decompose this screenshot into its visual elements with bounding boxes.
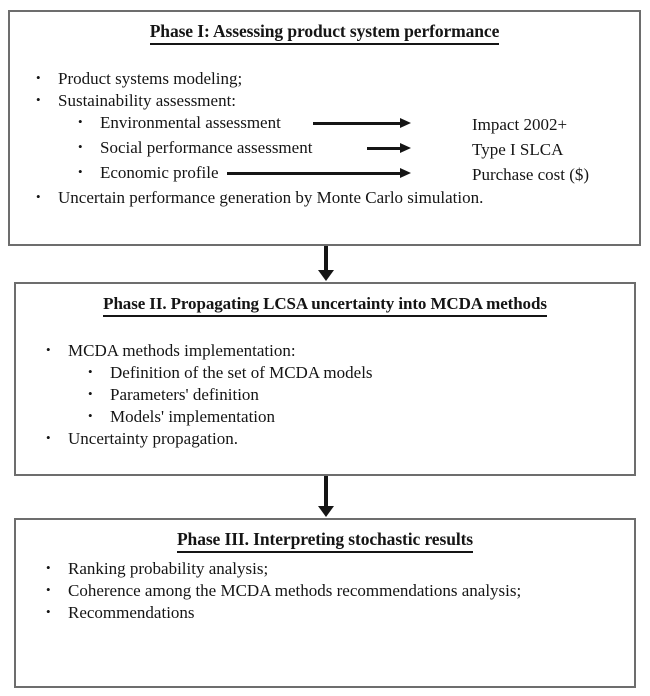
phase-1-content: Product systems modeling; Sustainability… — [24, 67, 624, 209]
arrow-line — [313, 122, 400, 125]
list-item: Sustainability assessment: — [24, 89, 624, 112]
down-arrow-icon — [324, 246, 328, 271]
arrow-head — [318, 270, 334, 281]
list-item: Coherence among the MCDA methods recomme… — [34, 579, 626, 602]
assessment-targets: Impact 2002+ Type I SLCA Purchase cost (… — [472, 112, 650, 187]
assessment-label: Economic profile — [100, 163, 219, 182]
arrow-head — [400, 168, 411, 178]
right-arrow-icon — [227, 168, 411, 178]
arrow-line — [367, 147, 400, 150]
assessment-row-economic: Economic profile — [24, 161, 624, 187]
list-item: Definition of the set of MCDA models — [34, 361, 604, 384]
assessment-row-environmental: Environmental assessment — [24, 111, 624, 137]
down-arrow-icon — [324, 476, 328, 507]
list-item: MCDA methods implementation: — [34, 339, 604, 362]
assessment-label: Social performance assessment — [100, 138, 313, 157]
list-item: Recommendations — [34, 601, 626, 624]
assessment-row-social: Social performance assessment — [24, 136, 624, 162]
connector-phase1-phase2 — [316, 246, 336, 282]
phase-1-box: Phase I: Assessing product system perfor… — [8, 10, 641, 246]
phase-3-title: Phase III. Interpreting stochastic resul… — [16, 529, 634, 553]
assessment-target-economic: Purchase cost ($) — [472, 165, 590, 184]
assessment-label: Environmental assessment — [100, 113, 281, 132]
phase-2-title-text: Phase II. Propagating LCSA uncertainty i… — [103, 294, 547, 317]
list-item: Models' implementation — [34, 405, 604, 428]
phase-2-box: Phase II. Propagating LCSA uncertainty i… — [14, 282, 636, 476]
list-item: Product systems modeling; — [24, 67, 624, 90]
list-item: Ranking probability analysis; — [34, 557, 626, 580]
right-arrow-icon — [313, 118, 411, 128]
phase-2-content: MCDA methods implementation: Definition … — [34, 339, 604, 450]
arrow-head — [400, 143, 411, 153]
list-item: Parameters' definition — [34, 383, 604, 406]
phase-3-box: Phase III. Interpreting stochastic resul… — [14, 518, 636, 688]
list-item: Uncertain performance generation by Mont… — [24, 186, 624, 209]
arrow-head — [400, 118, 411, 128]
assessment-target-social: Type I SLCA — [472, 140, 564, 159]
assessment-target-environmental: Impact 2002+ — [472, 115, 568, 134]
right-arrow-icon — [367, 143, 411, 153]
arrow-head — [318, 506, 334, 517]
phase-3-content: Ranking probability analysis; Coherence … — [34, 557, 626, 624]
phase-1-title-text: Phase I: Assessing product system perfor… — [149, 21, 499, 45]
list-item: Uncertainty propagation. — [34, 427, 604, 450]
phase-1-title: Phase I: Assessing product system perfor… — [10, 21, 639, 45]
connector-phase2-phase3 — [316, 476, 336, 518]
arrow-line — [227, 172, 400, 175]
phase-2-title: Phase II. Propagating LCSA uncertainty i… — [16, 294, 634, 317]
phase-3-title-text: Phase III. Interpreting stochastic resul… — [176, 529, 473, 553]
